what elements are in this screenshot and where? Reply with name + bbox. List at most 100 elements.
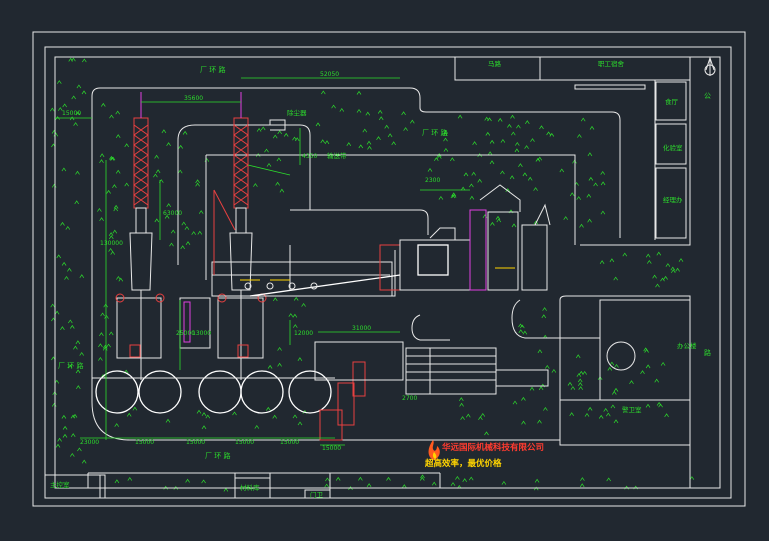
grass-mark [500,170,505,175]
grass-mark [265,407,271,411]
grass-mark [645,404,651,408]
grass-mark [570,386,576,391]
grass-mark [449,157,455,162]
grass-mark [500,139,506,143]
grass-mark [267,365,273,369]
grass-mark [75,340,81,345]
grass-mark [611,391,617,395]
grass-mark [315,122,321,127]
grass-mark [70,433,76,438]
grass-mark [610,404,616,409]
grass-mark [54,310,60,315]
grass-mark [191,231,197,236]
grass-mark [283,133,289,137]
grass-mark [606,477,612,482]
gate-mid-label: 材料库 [240,483,260,492]
grass-mark [254,425,260,429]
grass-mark [277,363,282,367]
grass-mark [580,477,585,482]
grass-mark [537,419,542,424]
grass-mark [607,367,613,371]
grass-mark [196,410,202,414]
grass-mark [656,251,662,256]
grass-mark [49,107,55,112]
grass-mark [272,297,278,302]
labels: 厂 环 路 厂 环 路 厂 环 路 厂 环 路 马路 职工宿舍 食厅 化验室 经… [50,59,711,499]
grass-mark [376,136,381,141]
grass-mark [293,297,299,301]
company-slogan: 超高效率，最优价格 [424,458,502,469]
grass-mark [110,251,116,255]
grass-mark [543,407,548,411]
grass-mark [346,142,352,147]
grass-mark [614,364,619,368]
grass-mark [544,365,550,369]
grass-mark [609,258,615,263]
grass-mark [495,216,501,220]
grass-mark [115,134,121,139]
grass-mark [104,315,109,319]
grass-mark [660,362,666,366]
grass-mark [153,173,158,178]
grass-mark [465,413,471,418]
grass-mark [644,349,649,353]
grass-mark [514,148,520,153]
dim-11: 15000 [186,439,205,446]
grass-mark [69,116,75,121]
grass-mark [358,477,363,481]
grass-mark [67,319,73,324]
grass-mark [377,110,383,114]
grass-mark [132,406,138,411]
grass-mark [487,151,493,156]
grass-mark [518,329,524,334]
grass-mark [559,168,565,173]
grass-mark [115,110,121,115]
grass-mark [603,408,609,412]
grass-mark [195,179,200,184]
grass-mark [455,476,460,480]
grass-mark [118,277,124,282]
grass-mark [458,397,464,402]
plant-road-bottom-label: 厂 环 路 [205,451,230,460]
grass-mark [112,229,118,234]
grass-mark [68,58,74,62]
grass-mark [223,488,229,492]
grass-mark [201,479,206,484]
grass-mark [195,182,200,187]
grass-mark [62,426,68,430]
conveyor-system [211,244,401,297]
grass-mark [586,194,592,198]
dim-6: 130000 [100,240,123,247]
grass-mark [60,326,65,331]
dust-label: 除尘器 [287,108,307,117]
grass-mark [578,371,584,375]
grass-mark [576,373,582,378]
grass-mark [613,276,619,281]
grass-mark [485,132,491,136]
grass-mark [301,303,306,307]
grass-mark [489,160,495,165]
grass-mark [356,109,362,113]
grass-mark [108,331,114,336]
grass-mark [165,419,171,423]
grass-mark [507,124,512,128]
grass-mark [567,382,573,386]
grass-mark [584,413,590,417]
grass-mark [232,411,237,416]
grass-mark [546,131,551,136]
grass-mark [387,133,393,138]
grass-mark [253,183,258,188]
grass-mark [646,260,652,264]
grass-mark [154,218,160,223]
grass-mark [166,142,171,147]
grass-mark [477,179,483,183]
grass-mark [537,156,543,161]
grass-mark [587,407,593,411]
grass-mark [169,242,174,247]
grass-mark [462,478,468,483]
grass-mark [539,125,544,130]
grass-mark [201,425,207,430]
grass-mark [511,223,517,228]
grass-mark [62,434,68,438]
grass-mark [81,459,87,464]
